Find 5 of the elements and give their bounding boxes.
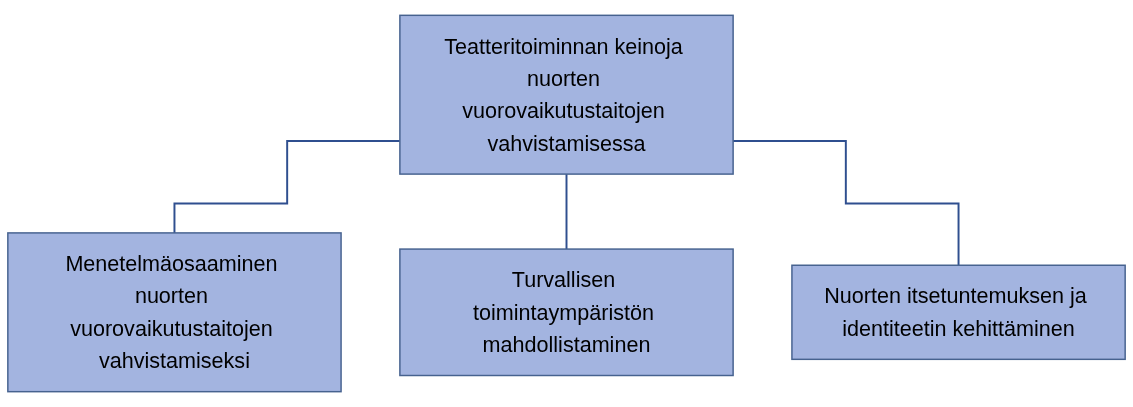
node-box: Nuorten itsetuntemuksen ja identiteetin kehittäminen — [791, 264, 1126, 361]
node-box: Teatteritoiminnan keinoja nuorten vuorovaikutustaitojen vahvistamisessa — [399, 14, 734, 175]
node-box: Turvallisen toimintaympäristön mahdollistaminen — [399, 248, 734, 377]
node-box: Menetelmäosaaminen nuorten vuorovaikutustaitojen vahvistamiseksi — [7, 232, 342, 393]
connector — [565, 173, 568, 251]
